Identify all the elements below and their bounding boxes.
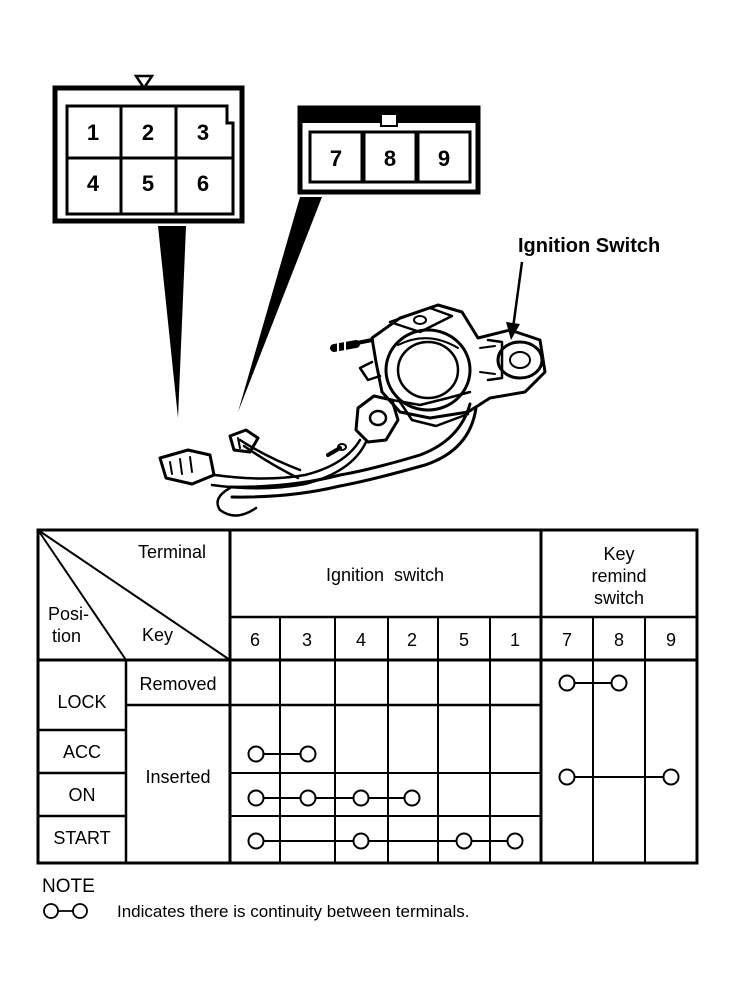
header-terminal: Terminal: [138, 542, 206, 562]
terminal-header-4: 4: [356, 630, 366, 650]
continuity-node: [247, 832, 265, 850]
pin-1-label: 1: [87, 120, 99, 145]
header-key-remind-line2: remind: [591, 566, 646, 586]
connector-six-pin-pointer: [158, 226, 186, 418]
continuity-table: Terminal Posi- tion Key Ignition switch …: [36, 528, 699, 865]
terminal-header-3: 3: [302, 630, 312, 650]
terminal-header-7: 7: [562, 630, 572, 650]
pin-4-label: 4: [87, 171, 100, 196]
key-removed: Removed: [139, 674, 216, 694]
continuity-node: [352, 789, 370, 807]
continuity-on: [247, 789, 421, 807]
pin-7-label: 7: [330, 146, 342, 171]
ignition-switch-callout: Ignition Switch: [518, 235, 660, 257]
note-title: NOTE: [42, 876, 95, 897]
pin-6-label: 6: [197, 171, 209, 196]
continuity-node: [403, 789, 421, 807]
continuity-node: [506, 832, 524, 850]
continuity-node: [662, 768, 680, 786]
header-position-line2: tion: [52, 626, 81, 646]
position-acc: ACC: [63, 742, 101, 762]
continuity-node: [352, 832, 370, 850]
header-key-remind-line1: Key: [603, 544, 634, 564]
pin-5-label: 5: [142, 171, 154, 196]
terminal-header-6: 6: [250, 630, 260, 650]
position-lock: LOCK: [57, 692, 106, 712]
connector-three-pin-pointer: [238, 197, 322, 412]
continuity-node: [558, 674, 576, 692]
terminal-header-5: 5: [459, 630, 469, 650]
header-ignition-switch: Ignition switch: [326, 565, 444, 585]
connector-three-pin: 7 8 9: [297, 105, 481, 195]
continuity-node: [247, 745, 265, 763]
continuity-node: [299, 789, 317, 807]
note-text: Indicates there is continuity between te…: [117, 902, 469, 921]
header-key: Key: [142, 625, 173, 645]
continuity-lock-removed: [558, 674, 628, 692]
pin-3-label: 3: [197, 120, 209, 145]
terminal-header-2: 2: [407, 630, 417, 650]
position-start: START: [53, 828, 110, 848]
continuity-node: [558, 768, 576, 786]
pin-9-label: 9: [438, 146, 450, 171]
key-inserted: Inserted: [145, 767, 210, 787]
ignition-switch-assembly: [158, 303, 547, 517]
terminal-header-8: 8: [614, 630, 624, 650]
continuity-node: [247, 789, 265, 807]
continuity-node: [455, 832, 473, 850]
terminal-header-9: 9: [666, 630, 676, 650]
connector-six-pin: 1 2 3 4 5 6: [52, 74, 245, 224]
continuity-node: [610, 674, 628, 692]
callout-arrow: [506, 261, 524, 340]
continuity-acc: [247, 745, 317, 763]
note: NOTE Indicates there is continuity betwe…: [42, 876, 469, 921]
header-key-remind-line3: switch: [594, 588, 644, 608]
continuity-symbol: [43, 903, 88, 919]
terminal-header-1: 1: [510, 630, 520, 650]
continuity-node: [299, 745, 317, 763]
pin-8-label: 8: [384, 146, 396, 171]
position-on: ON: [69, 785, 96, 805]
continuity-start: [247, 832, 524, 850]
continuity-inserted-key-remind: [558, 768, 680, 786]
pin-2-label: 2: [142, 120, 154, 145]
header-position-line1: Posi-: [48, 604, 89, 624]
